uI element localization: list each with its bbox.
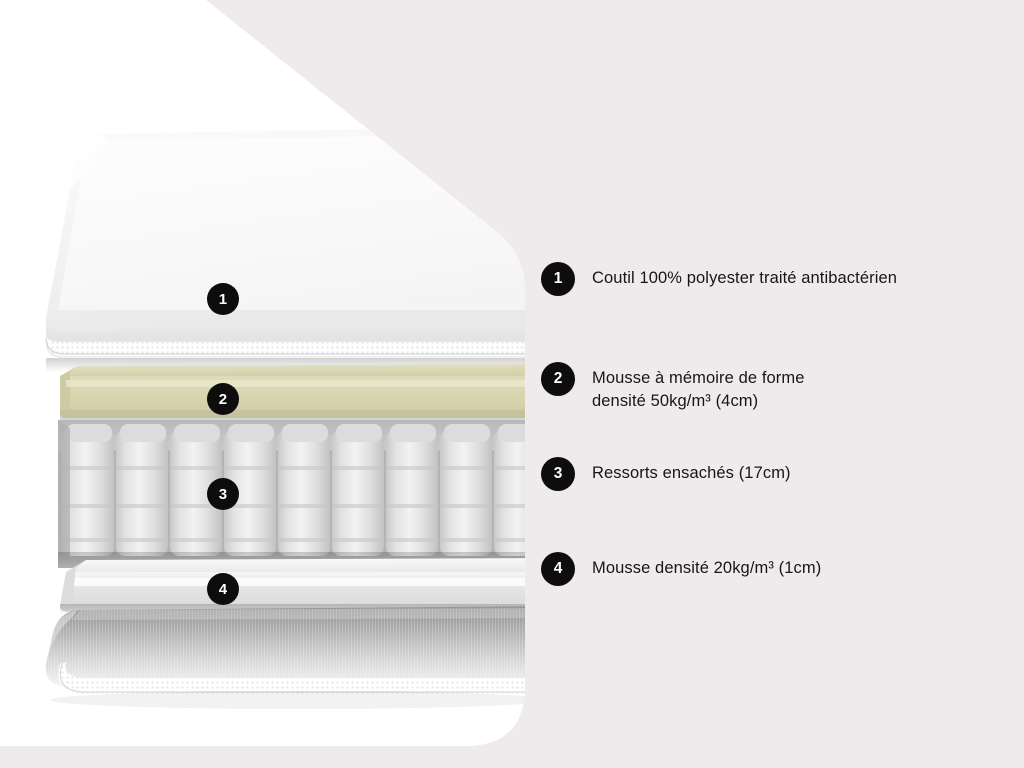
layer-hotspot-3-number: 3 <box>218 485 228 503</box>
legend-label-3: Ressorts ensachés (17cm) <box>592 464 791 482</box>
layer-hotspot-2-number: 2 <box>218 390 228 408</box>
legend-badge-2-number: 2 <box>553 370 563 388</box>
legend-item-1[interactable]: 1 Coutil 100% polyester traité antibacté… <box>541 262 897 296</box>
legend-label-2: Mousse à mémoire de forme densité 50kg/m… <box>592 369 805 410</box>
legend-badge-2: 2 <box>541 362 575 396</box>
legend-item-4[interactable]: 4 Mousse densité 20kg/m³ (1cm) <box>541 552 821 586</box>
legend-item-2[interactable]: 2 Mousse à mémoire de forme densité 50kg… <box>541 362 805 413</box>
legend-badge-1: 1 <box>541 262 575 296</box>
legend-item-3[interactable]: 3 Ressorts ensachés (17cm) <box>541 457 791 491</box>
mattress-illustration <box>45 126 525 709</box>
layer-hotspot-4-number: 4 <box>218 580 228 598</box>
layer-hotspot-2[interactable]: 2 <box>207 383 239 415</box>
layer-hotspot-1-number: 1 <box>218 290 228 308</box>
legend-badge-4: 4 <box>541 552 575 586</box>
legend-badge-4-number: 4 <box>553 560 563 578</box>
mattress-illustration-clip: 1 2 3 4 <box>45 126 525 709</box>
layer-hotspot-3[interactable]: 3 <box>207 478 239 510</box>
legend-badge-3: 3 <box>541 457 575 491</box>
legend-badge-1-number: 1 <box>553 270 563 288</box>
legend-label-1: Coutil 100% polyester traité antibactéri… <box>592 269 898 287</box>
layer-hotspot-1[interactable]: 1 <box>207 283 239 315</box>
legend-badge-3-number: 3 <box>553 465 563 483</box>
legend-label-4: Mousse densité 20kg/m³ (1cm) <box>592 559 822 577</box>
layer-hotspot-4[interactable]: 4 <box>207 573 239 605</box>
